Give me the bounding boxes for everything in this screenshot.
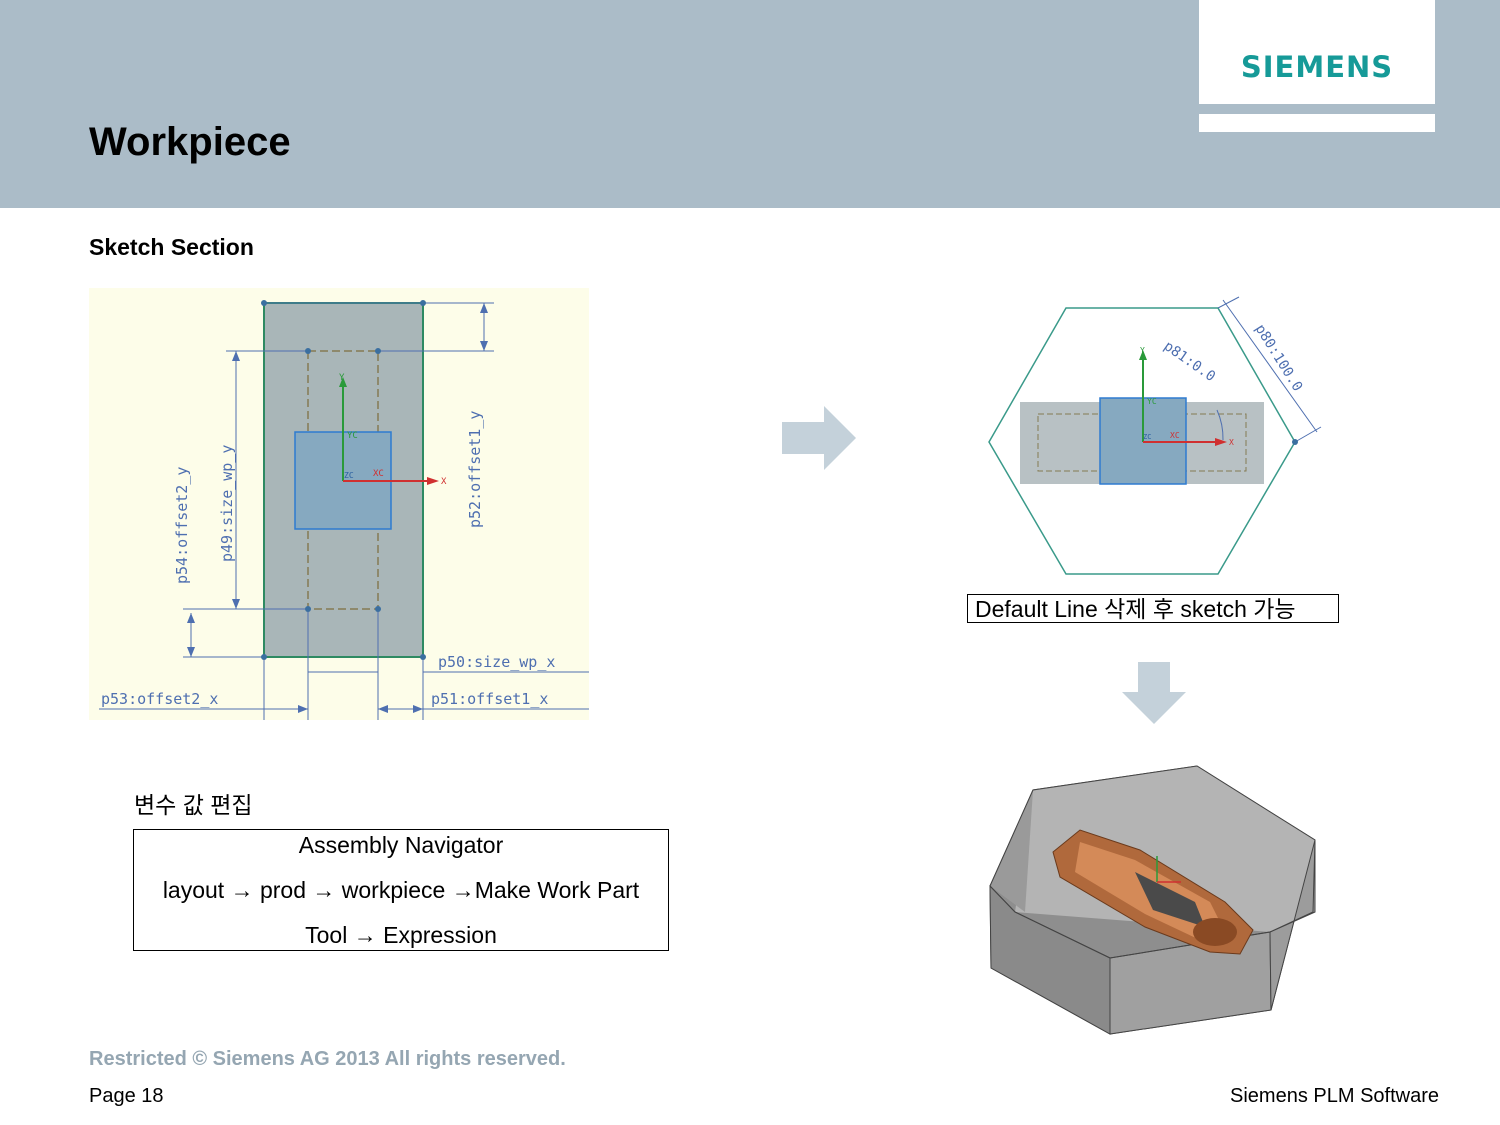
restricted-notice: Restricted © Siemens AG 2013 All rights …: [89, 1048, 566, 1070]
dim-p54: p54:offset2_y: [173, 467, 191, 584]
hex-axis-yc: YC: [1147, 397, 1157, 406]
dim-p51: p51:offset1_x: [431, 690, 548, 708]
caption-box: Default Line 삭제 후 sketch 가능: [967, 594, 1339, 623]
nav-line-1: Assembly Navigator: [298, 832, 504, 858]
sketch-axis-y: Y: [339, 373, 345, 383]
page-number: Page 18: [89, 1085, 164, 1107]
hex-axis-x: X: [1229, 438, 1234, 447]
sketch-axis-xc: XC: [373, 469, 384, 479]
nav-line-2: layout → prod → workpiece →Make Work Par…: [162, 877, 640, 903]
dim-p50: p50:size_wp_x: [438, 653, 555, 671]
page-title: Workpiece: [89, 120, 291, 164]
sketch-axis-yc: YC: [347, 431, 358, 441]
dim-p49: p49:size_wp_y: [218, 445, 236, 562]
sketch-section-image: Y YC XC X ZC p49:size_wp_y p54:offset2_y…: [89, 288, 589, 720]
dim-p52: p52:offset1_y: [466, 411, 484, 528]
siemens-logo: SIEMENS: [1199, 0, 1435, 104]
right-arrow-icon: [782, 406, 856, 470]
footer-company: Siemens PLM Software: [1230, 1085, 1439, 1107]
section-title: Sketch Section: [89, 234, 254, 260]
workpiece-3d-model-image: [989, 765, 1316, 1035]
nav-line-3: Tool → Expression: [305, 922, 497, 948]
hex-axis-y: Y: [1140, 346, 1145, 355]
dim-p53: p53:offset2_x: [101, 690, 218, 708]
hexagon-sketch-image: Y YC XC X ZC p81:0.0 p80:100.0: [988, 296, 1322, 575]
hex-axis-zc: ZC: [1143, 433, 1151, 441]
sketch-axis-x: X: [441, 477, 447, 487]
dim-p80: p80:100.0: [1252, 322, 1306, 395]
edit-variable-label: 변수 값 편집: [134, 792, 253, 818]
down-arrow-icon: [1122, 662, 1186, 724]
logo-underline-bar: [1199, 114, 1435, 132]
hex-axis-xc: XC: [1170, 431, 1180, 440]
dim-p81: p81:0.0: [1161, 338, 1219, 385]
logo-text: SIEMENS: [1240, 50, 1394, 84]
sketch-axis-zc: ZC: [344, 471, 354, 480]
navigator-instructions-box: Assembly Navigator layout → prod → workp…: [133, 829, 669, 951]
